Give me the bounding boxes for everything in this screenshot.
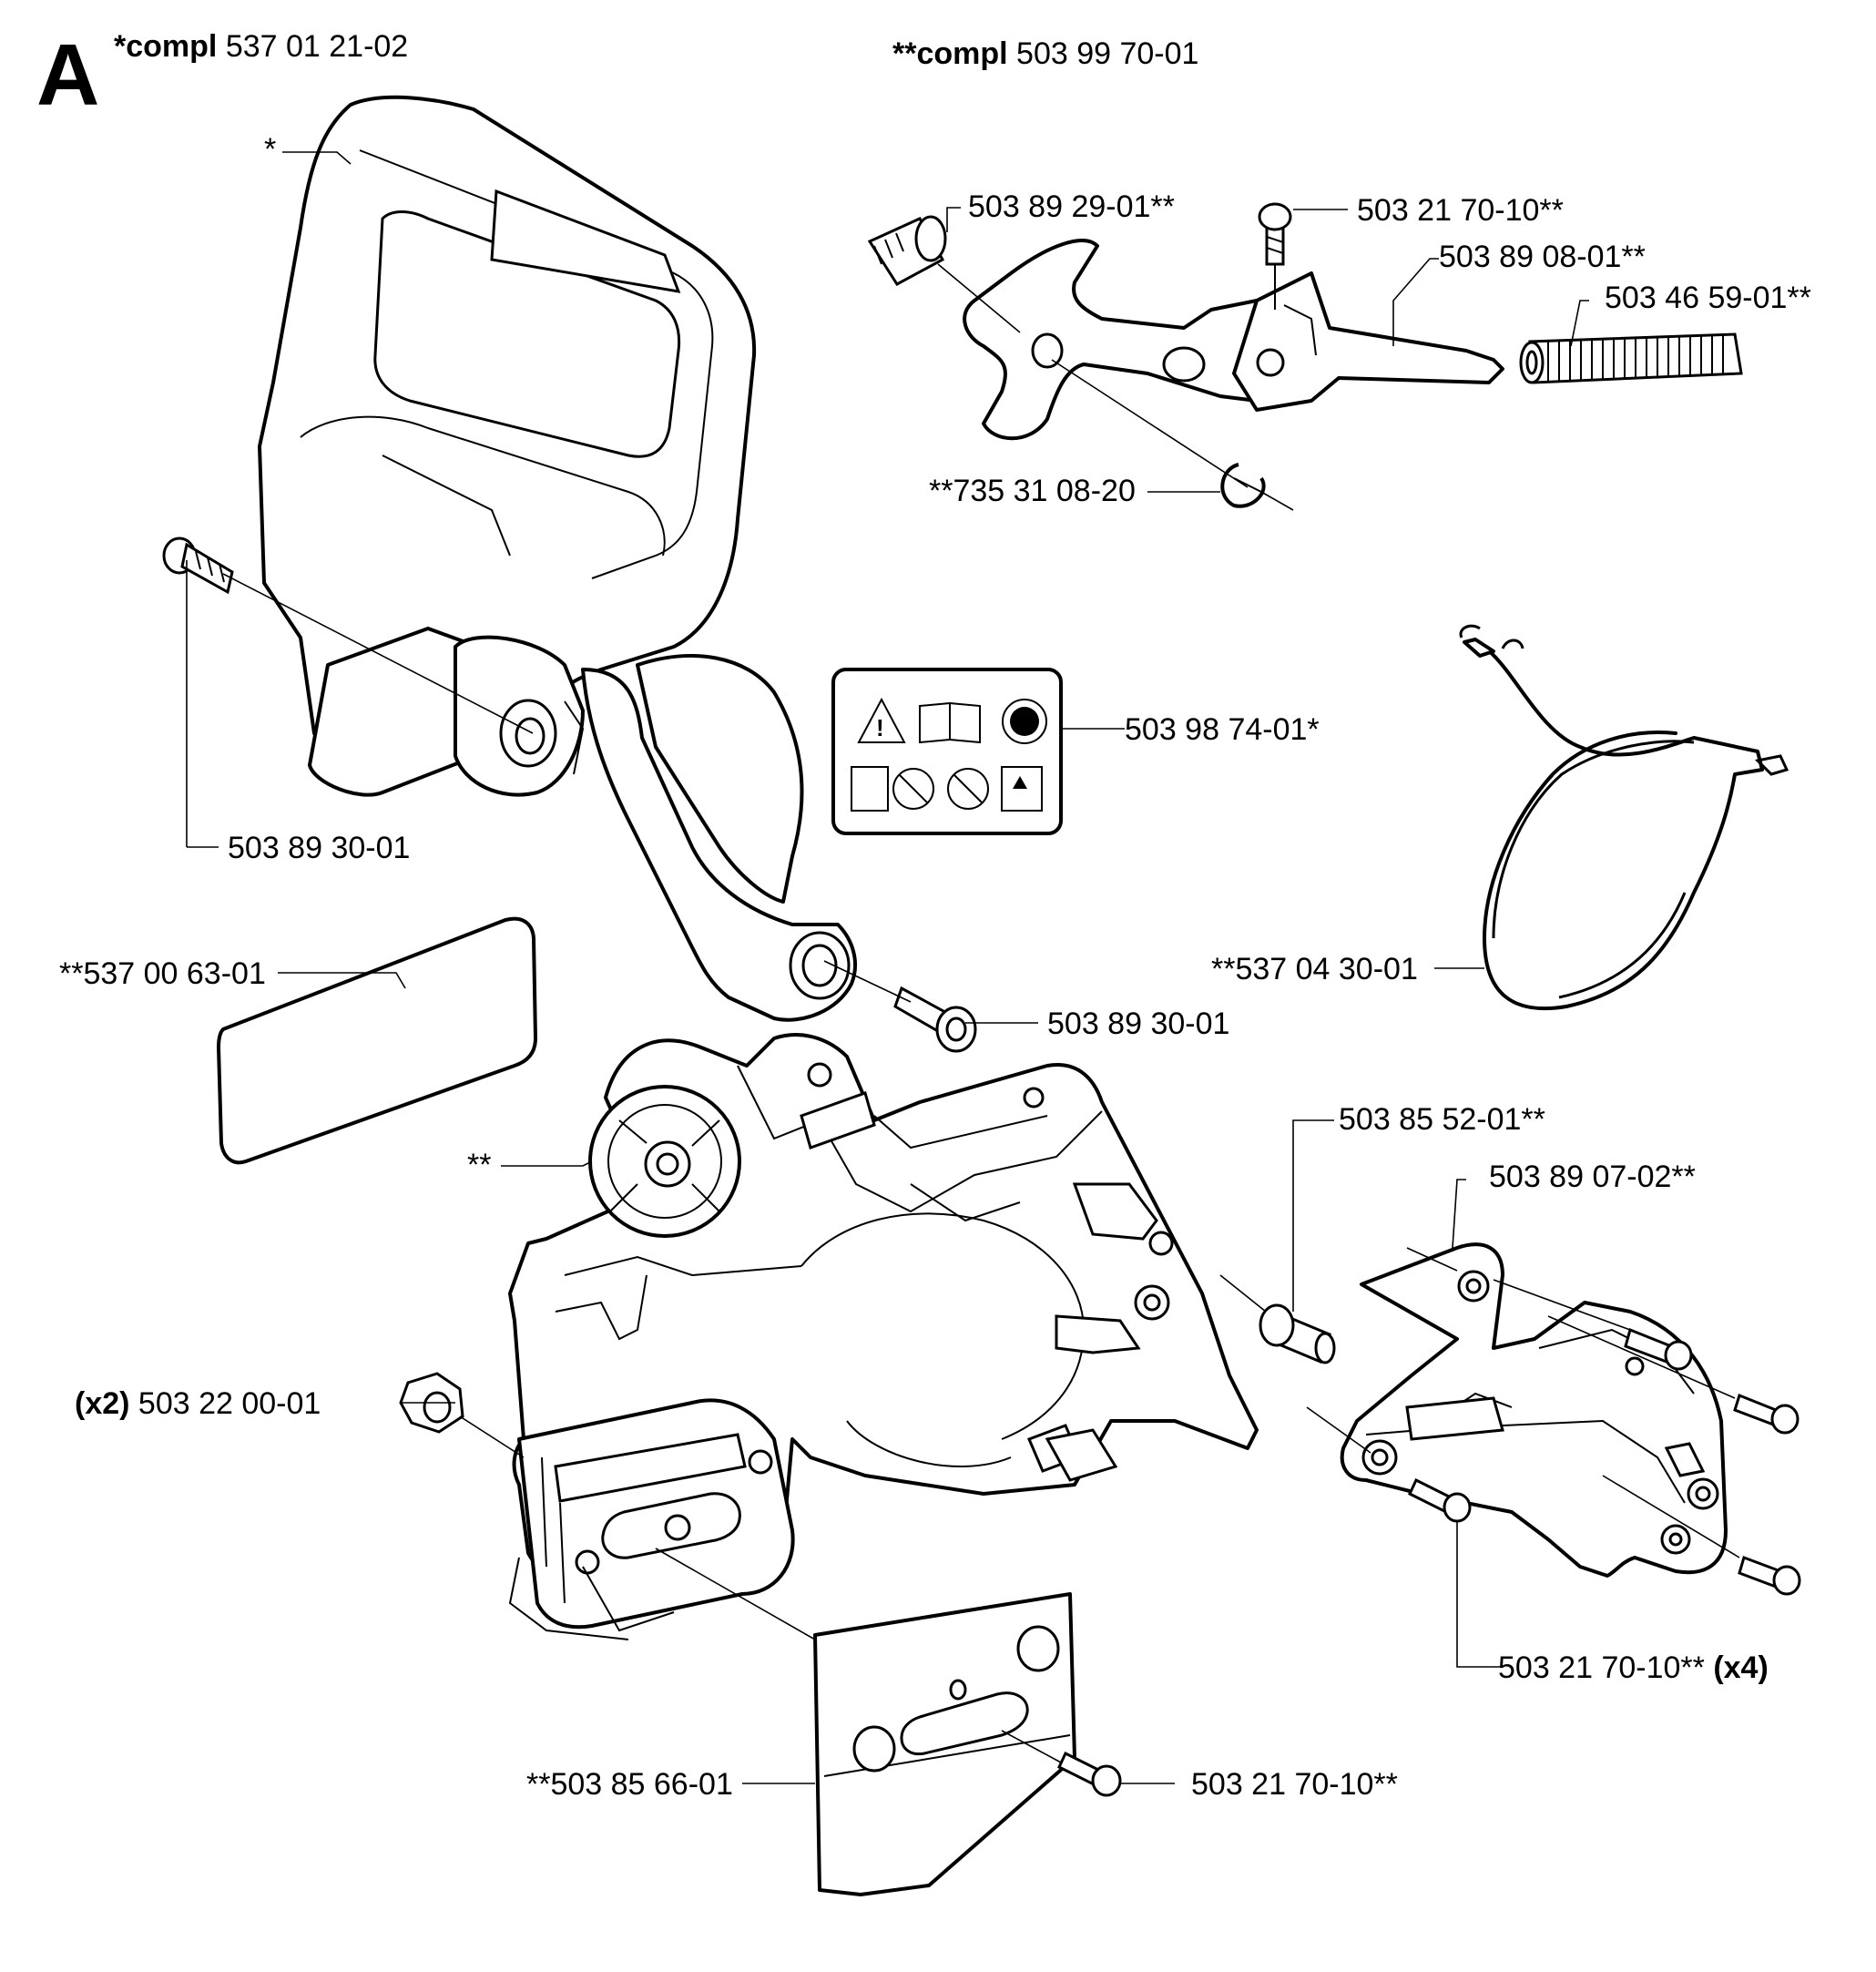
cover-screws bbox=[1408, 1327, 1801, 1596]
callout-503-89-07-02: 503 89 07-02** bbox=[1489, 1160, 1696, 1194]
pictogram-4-icon bbox=[1001, 766, 1043, 812]
brake-band bbox=[1459, 624, 1789, 1011]
svg-text:!: ! bbox=[876, 714, 884, 741]
hand-guard bbox=[258, 95, 857, 1022]
callout-503-89-29-01: 503 89 29-01** bbox=[968, 189, 1175, 224]
callout-kit1-star: * bbox=[264, 132, 276, 167]
plate-screw bbox=[1057, 1751, 1122, 1797]
helmet-icon bbox=[1002, 699, 1047, 744]
callout-x4-suffix: (x4) bbox=[1713, 1650, 1768, 1685]
kit2-prefix: **compl bbox=[892, 36, 1008, 71]
callout-503-85-66-01: **503 85 66-01 bbox=[526, 1767, 733, 1802]
manual-book-icon bbox=[919, 701, 981, 744]
callouts: * 503 89 30-01 503 89 30-01 **537 00 63-… bbox=[59, 132, 1811, 1802]
brake-linkage bbox=[867, 202, 1743, 508]
pictogram-2-icon bbox=[892, 768, 934, 810]
kit1-label: *compl 537 01 21-02 bbox=[114, 29, 408, 64]
screw-right bbox=[893, 986, 977, 1053]
callout-537-04-30-01: **537 04 30-01 bbox=[1211, 952, 1418, 986]
section-letter: A bbox=[36, 26, 99, 124]
callout-kit2-starstar: ** bbox=[467, 1148, 491, 1182]
callout-503-22-00-01-number: 503 22 00-01 bbox=[138, 1386, 321, 1421]
kit1-number: 537 01 21-02 bbox=[226, 29, 408, 64]
callout-503-89-30-01-left: 503 89 30-01 bbox=[228, 831, 410, 865]
kit2-number: 503 99 70-01 bbox=[1016, 36, 1198, 71]
pin bbox=[1259, 1303, 1336, 1364]
callout-503-89-08-01: 503 89 08-01** bbox=[1439, 240, 1646, 274]
callout-503-22-00-01: (x2) 503 22 00-01 bbox=[75, 1386, 321, 1421]
kit2-label: **compl 503 99 70-01 bbox=[892, 36, 1198, 71]
decal-blank bbox=[217, 916, 537, 1165]
pictogram-1-icon bbox=[851, 766, 889, 812]
callout-503-21-70-10-bottom: 503 21 70-10** bbox=[1191, 1767, 1398, 1802]
callout-503-85-52-01: 503 85 52-01** bbox=[1339, 1102, 1545, 1137]
warning-decal: ! bbox=[831, 668, 1063, 835]
callout-735-31-08-20: **735 31 08-20 bbox=[929, 474, 1136, 508]
callout-503-46-59-01: 503 46 59-01** bbox=[1605, 281, 1811, 315]
guide-plate bbox=[813, 1592, 1076, 1896]
callout-537-00-63-01: **537 00 63-01 bbox=[59, 956, 266, 991]
kit1-prefix: *compl bbox=[114, 29, 217, 64]
leader-lines bbox=[186, 151, 1740, 1784]
pictogram-3-icon bbox=[947, 768, 989, 810]
callout-503-21-70-10-x4: 503 21 70-10** (x4) bbox=[1498, 1650, 1769, 1685]
callout-503-98-74-01: 503 98 74-01* bbox=[1125, 712, 1320, 747]
screw-left bbox=[162, 536, 234, 595]
callout-503-21-70-10-x4-number: 503 21 70-10** bbox=[1498, 1650, 1705, 1685]
callout-503-21-70-10-top: 503 21 70-10** bbox=[1357, 193, 1564, 228]
clutch-cover bbox=[508, 1033, 1259, 1640]
callout-503-89-30-01-right: 503 89 30-01 bbox=[1047, 1006, 1229, 1041]
warning-triangle-icon bbox=[857, 697, 906, 743]
callout-x2-prefix: (x2) bbox=[75, 1386, 129, 1421]
